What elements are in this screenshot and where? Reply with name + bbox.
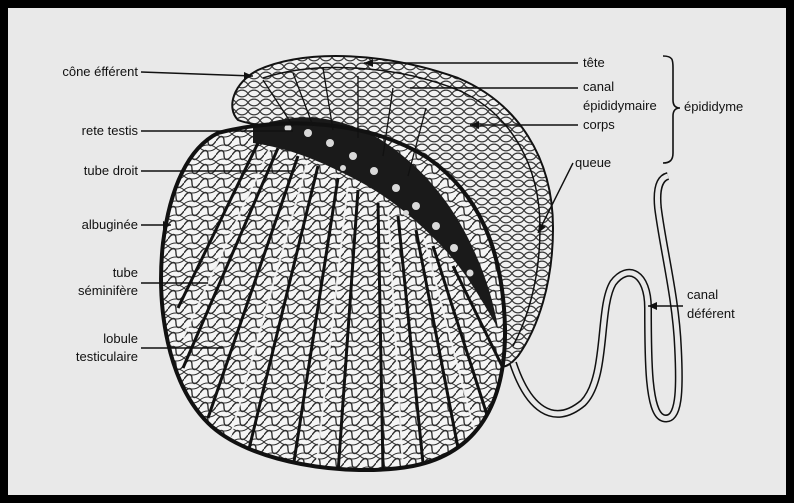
label-canal-deferent-line1: canal: [687, 286, 718, 303]
diagram-frame: cône éfférent rete testis tube droit alb…: [8, 8, 786, 495]
label-canal-deferent-line2: déférent: [687, 305, 735, 322]
label-tete: tête: [583, 54, 605, 71]
label-queue: queue: [575, 154, 611, 171]
label-epididyme: épididyme: [684, 98, 743, 115]
label-tube-droit: tube droit: [18, 162, 138, 179]
label-canal-epididymaire-line2: épididymaire: [583, 97, 657, 114]
label-rete-testis: rete testis: [18, 122, 138, 139]
label-cone-efferent: cône éfférent: [18, 63, 138, 80]
label-lobule-line1: lobule: [18, 330, 138, 347]
label-lobule-line2: testiculaire: [18, 348, 138, 365]
label-canal-epididymaire-line1: canal: [583, 78, 614, 95]
testis-anatomy-drawing: [8, 8, 786, 495]
label-tube-seminifere-line1: tube: [18, 264, 138, 281]
label-tube-seminifere-line2: séminifère: [18, 282, 138, 299]
label-corps: corps: [583, 116, 615, 133]
label-albuginee: albuginée: [18, 216, 138, 233]
